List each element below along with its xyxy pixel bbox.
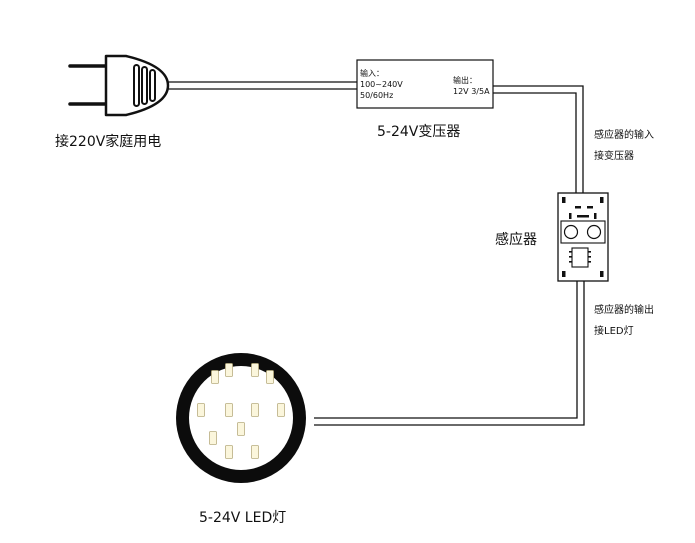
led-chip bbox=[211, 370, 219, 384]
led-chip bbox=[225, 363, 233, 377]
transformer-output-spec: 输出： 12V 3/5A bbox=[453, 75, 490, 97]
sensor-label: 感应器 bbox=[495, 232, 537, 248]
sensor-input-note-line1: 感应器的输入 bbox=[594, 130, 654, 141]
transformer-output-title: 输出： bbox=[453, 76, 477, 85]
led-chip bbox=[251, 403, 259, 417]
sensor-output-note: 感应器的输出 接LED灯 bbox=[594, 300, 654, 342]
led-chip bbox=[251, 445, 259, 459]
transformer-input-voltage: 100~240V bbox=[360, 80, 403, 89]
led-chip bbox=[266, 370, 274, 384]
sensor-input-note-line2: 接变压器 bbox=[594, 151, 634, 162]
led-chip bbox=[209, 431, 217, 445]
sensor-output-note-line1: 感应器的输出 bbox=[594, 305, 654, 316]
led-chip bbox=[225, 403, 233, 417]
cable-sensor-to-led bbox=[314, 281, 585, 426]
transformer-output-value: 12V 3/5A bbox=[453, 87, 490, 96]
transformer-input-title: 输入： bbox=[360, 69, 384, 78]
sensor-input-note: 感应器的输入 接变压器 bbox=[594, 125, 654, 167]
transformer-input-spec: 输入： 100~240V 50/60Hz bbox=[360, 68, 403, 101]
transformer-input-frequency: 50/60Hz bbox=[360, 91, 394, 100]
led-chip-group bbox=[197, 363, 285, 459]
sensor-output-note-line2: 接LED灯 bbox=[594, 326, 634, 337]
led-label: 5-24V LED灯 bbox=[199, 510, 287, 526]
led-lamp bbox=[176, 353, 306, 483]
sensor-module bbox=[557, 192, 609, 282]
led-chip bbox=[197, 403, 205, 417]
led-chip bbox=[251, 363, 259, 377]
plug-label: 接220V家庭用电 bbox=[55, 134, 162, 150]
cable-transformer-to-sensor bbox=[493, 85, 584, 193]
power-plug-icon bbox=[68, 54, 170, 117]
led-chip bbox=[225, 445, 233, 459]
led-chip bbox=[277, 403, 285, 417]
led-chip bbox=[237, 422, 245, 436]
transformer-box bbox=[356, 59, 494, 109]
transformer-caption: 5-24V变压器 bbox=[377, 124, 461, 140]
cable-plug-to-transformer bbox=[166, 81, 357, 90]
